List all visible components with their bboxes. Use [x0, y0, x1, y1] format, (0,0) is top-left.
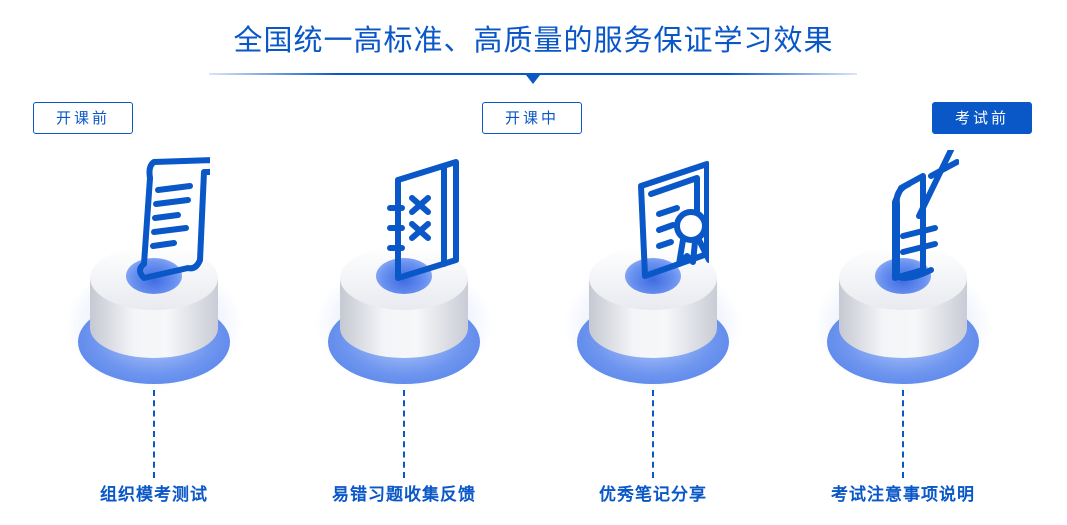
phase-tag-during-class[interactable]: 开课中 — [482, 102, 582, 134]
pen-paper-icon — [892, 150, 959, 281]
page-title: 全国统一高标准、高质量的服务保证学习效果 — [233, 23, 834, 57]
title-caret-icon — [526, 75, 540, 84]
phase-tag-before-exam[interactable]: 考试前 — [932, 102, 1032, 134]
scroll-document-icon — [137, 157, 210, 281]
phase-tag-before-class[interactable]: 开课前 — [33, 102, 133, 134]
station-label: 优秀笔记分享 — [599, 485, 707, 505]
notebook-x-marks-icon — [387, 159, 459, 281]
station-notes-sharing: 优秀笔记分享 — [533, 150, 773, 510]
connector-line — [902, 390, 904, 478]
station-error-collection: 易错习题收集反馈 — [284, 150, 524, 510]
certificate-badge-icon — [638, 161, 709, 279]
connector-line — [153, 390, 155, 478]
station-mock-exam: 组织模考测试 — [34, 150, 274, 510]
station-exam-notes: 考试注意事项说明 — [783, 150, 1023, 510]
title-divider — [209, 73, 857, 75]
station-label: 组织模考测试 — [100, 485, 208, 505]
connector-line — [403, 390, 405, 478]
station-label: 易错习题收集反馈 — [332, 485, 476, 505]
connector-line — [652, 390, 654, 478]
station-label: 考试注意事项说明 — [831, 485, 975, 505]
